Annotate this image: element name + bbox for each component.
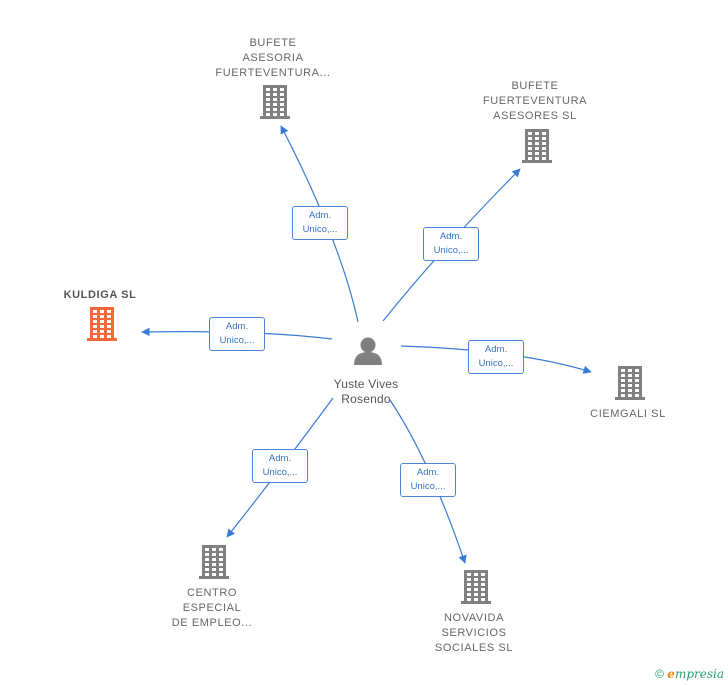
edge-role-line1: Adm.	[439, 231, 463, 242]
building-icon[interactable]	[199, 545, 229, 579]
copyright-icon: ©	[655, 667, 664, 681]
edge-role-line1: Adm.	[484, 344, 508, 355]
edge-role-line2: Unico,...	[433, 245, 469, 256]
edge-role-line2: Unico,...	[302, 224, 338, 235]
edge-role-line2: Unico,...	[410, 481, 446, 492]
edge-role-tag[interactable]: Adm. Unico,...	[252, 449, 308, 483]
edge-role-line1: Adm.	[308, 210, 332, 221]
edge-role-tag[interactable]: Adm. Unico,...	[468, 340, 524, 374]
company-label-centro-especial[interactable]: CENTRO ESPECIAL DE EMPLEO...	[171, 587, 253, 629]
edge-role-line2: Unico,...	[219, 335, 255, 346]
edge-role-tag[interactable]: Adm. Unico,...	[423, 227, 479, 261]
company-label-novavida[interactable]: NOVAVIDA SERVICIOS SOCIALES SL	[434, 612, 514, 654]
brand-footer[interactable]: © empresia	[655, 667, 724, 681]
building-icon[interactable]	[260, 85, 290, 119]
edge-role-line1: Adm.	[268, 453, 292, 464]
edge-role-tag[interactable]: Adm. Unico,...	[209, 317, 265, 351]
person-icon[interactable]	[354, 337, 382, 366]
company-label-bufete-asesoria[interactable]: BUFETE ASESORIA FUERTEVENTURA...	[215, 37, 331, 79]
brand-logo: empresia	[667, 667, 724, 681]
edge-role-tag[interactable]: Adm. Unico,...	[400, 463, 456, 497]
edge-role-tag[interactable]: Adm. Unico,...	[292, 206, 348, 240]
company-label-ciemgali[interactable]: CIEMGALI SL	[590, 408, 666, 420]
building-icon[interactable]	[615, 366, 645, 400]
person-name[interactable]: Yuste Vives Rosendo	[333, 377, 399, 406]
edge-role-line1: Adm.	[416, 467, 440, 478]
company-label-bufete-fuerteventura[interactable]: BUFETE FUERTEVENTURA ASESORES SL	[482, 80, 588, 122]
edge-role-line1: Adm.	[225, 321, 249, 332]
icons-layer	[87, 85, 645, 604]
edge-role-line2: Unico,...	[478, 358, 514, 369]
company-label-kuldiga[interactable]: KULDIGA SL	[63, 289, 137, 301]
building-icon[interactable]	[461, 570, 491, 604]
building-icon[interactable]	[522, 129, 552, 163]
edge-role-line2: Unico,...	[262, 467, 298, 478]
building-icon[interactable]	[87, 307, 117, 341]
